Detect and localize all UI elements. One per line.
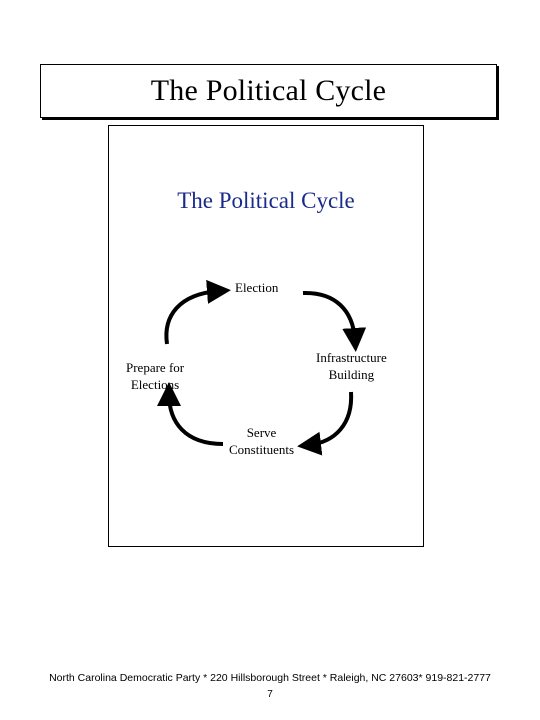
cycle-arrow-to-prepare xyxy=(157,382,224,446)
stage-serve-constituents: Serve Constituents xyxy=(229,424,294,458)
stage-infrastructure-building: Infrastructure Building xyxy=(316,349,387,383)
cycle-arrow-to-election xyxy=(164,279,231,345)
stage-serve-line-2: Constituents xyxy=(229,442,295,457)
cycle-arrow-to-infrastructure xyxy=(302,290,367,352)
stage-serve-line-1: Serve xyxy=(246,425,277,440)
stage-prepare-line-2: Elections xyxy=(130,377,180,392)
slide-frame: The Political Cycle Election Infrastruct… xyxy=(108,125,424,547)
stage-infrastructure-line-1: Infrastructure xyxy=(316,350,387,365)
stage-prepare-line-1: Prepare for xyxy=(126,360,185,375)
stage-election-label: Election xyxy=(235,280,279,295)
page-number: 7 xyxy=(267,689,273,700)
footer-address: North Carolina Democratic Party * 220 Hi… xyxy=(49,672,491,684)
cycle-diagram xyxy=(157,279,367,456)
stage-infrastructure-line-2: Building xyxy=(328,367,375,382)
cycle-arrow-to-serve xyxy=(297,391,354,456)
stage-prepare-for-elections: Prepare for Elections xyxy=(126,359,184,393)
slide-title: The Political Cycle xyxy=(177,188,355,213)
page-heading: The Political Cycle xyxy=(150,74,387,107)
page-heading-box: The Political Cycle xyxy=(40,64,497,118)
stage-election: Election xyxy=(235,279,278,296)
